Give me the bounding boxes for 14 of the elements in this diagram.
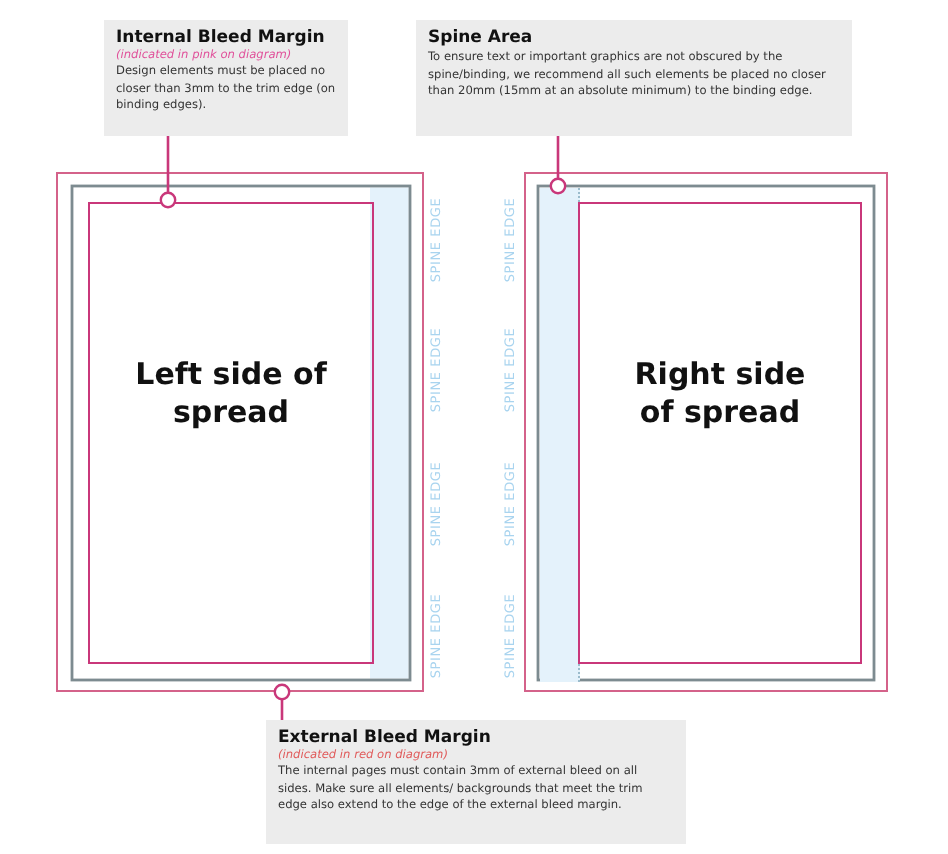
margin-outline [578,202,862,664]
leader-line [159,136,177,209]
margin-outline [88,202,374,664]
callout-box [104,20,348,136]
callout-box [266,720,686,844]
callout-heading: External Bleed Margin [278,728,493,748]
page-label: Right side of spread [632,355,808,431]
leader-line [549,136,567,195]
callout-box [416,20,852,136]
callout-heading: Spine Area [428,28,535,48]
page-label: Left side of spread [134,355,328,431]
callout-heading: Internal Bleed Margin [116,28,327,48]
spine-area-strip [540,188,580,682]
leader-line [273,683,291,720]
